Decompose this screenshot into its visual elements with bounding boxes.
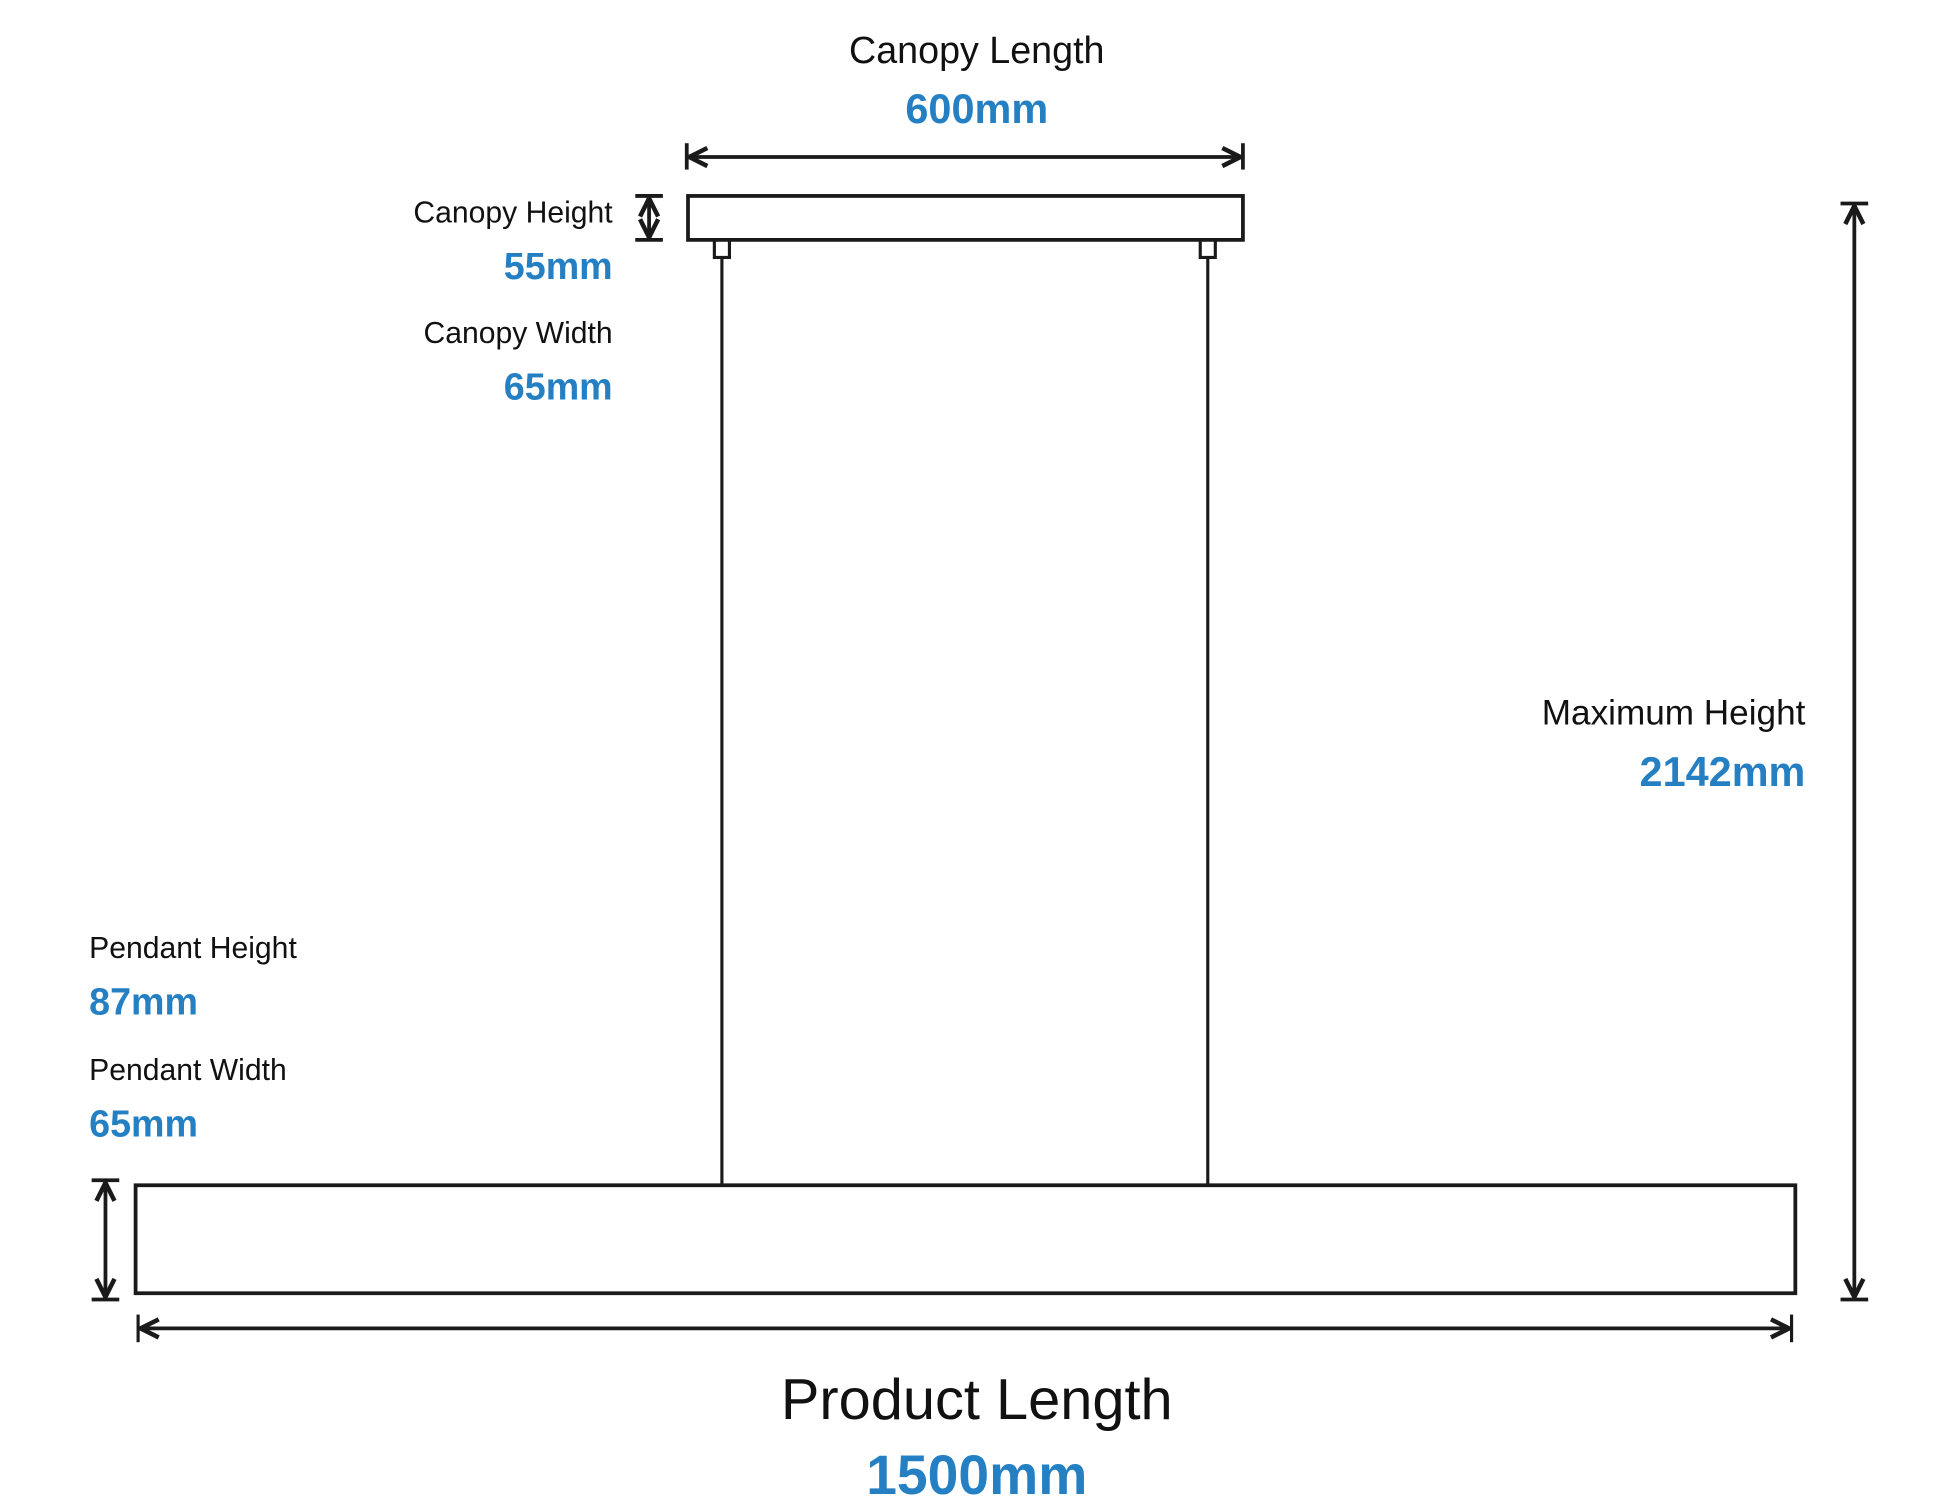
product-length-value: 1500mm (866, 1444, 1087, 1506)
canopy (686, 194, 1245, 242)
pendant-width-label: Pendant Width (89, 1054, 287, 1087)
pendant-height-label: Pendant Height (89, 932, 297, 965)
product-length-label: Product Length (781, 1368, 1173, 1432)
pendant-height-arrow (91, 1178, 120, 1302)
canopy-height-arrow (635, 194, 663, 242)
canopy-length-arrow (684, 143, 1245, 170)
canopy-height-label: Canopy Height (413, 196, 613, 229)
canopy-connector-left (712, 238, 732, 260)
pendant-height-value: 87mm (89, 981, 198, 1023)
canopy-width-value: 65mm (504, 365, 613, 407)
pendant-body (133, 1183, 1798, 1296)
maximum-height-arrow (1840, 201, 1869, 1302)
canopy-length-label: Canopy Length (849, 29, 1104, 71)
canopy-length-value: 600mm (905, 85, 1048, 132)
canopy-height-value: 55mm (504, 245, 613, 287)
pendant-width-value: 65mm (89, 1102, 198, 1144)
product-length-arrow (136, 1314, 1794, 1343)
canopy-width-label: Canopy Width (423, 317, 612, 350)
maximum-height-label: Maximum Height (1542, 693, 1806, 732)
maximum-height-value: 2142mm (1640, 748, 1806, 795)
canopy-connector-right (1198, 238, 1217, 260)
